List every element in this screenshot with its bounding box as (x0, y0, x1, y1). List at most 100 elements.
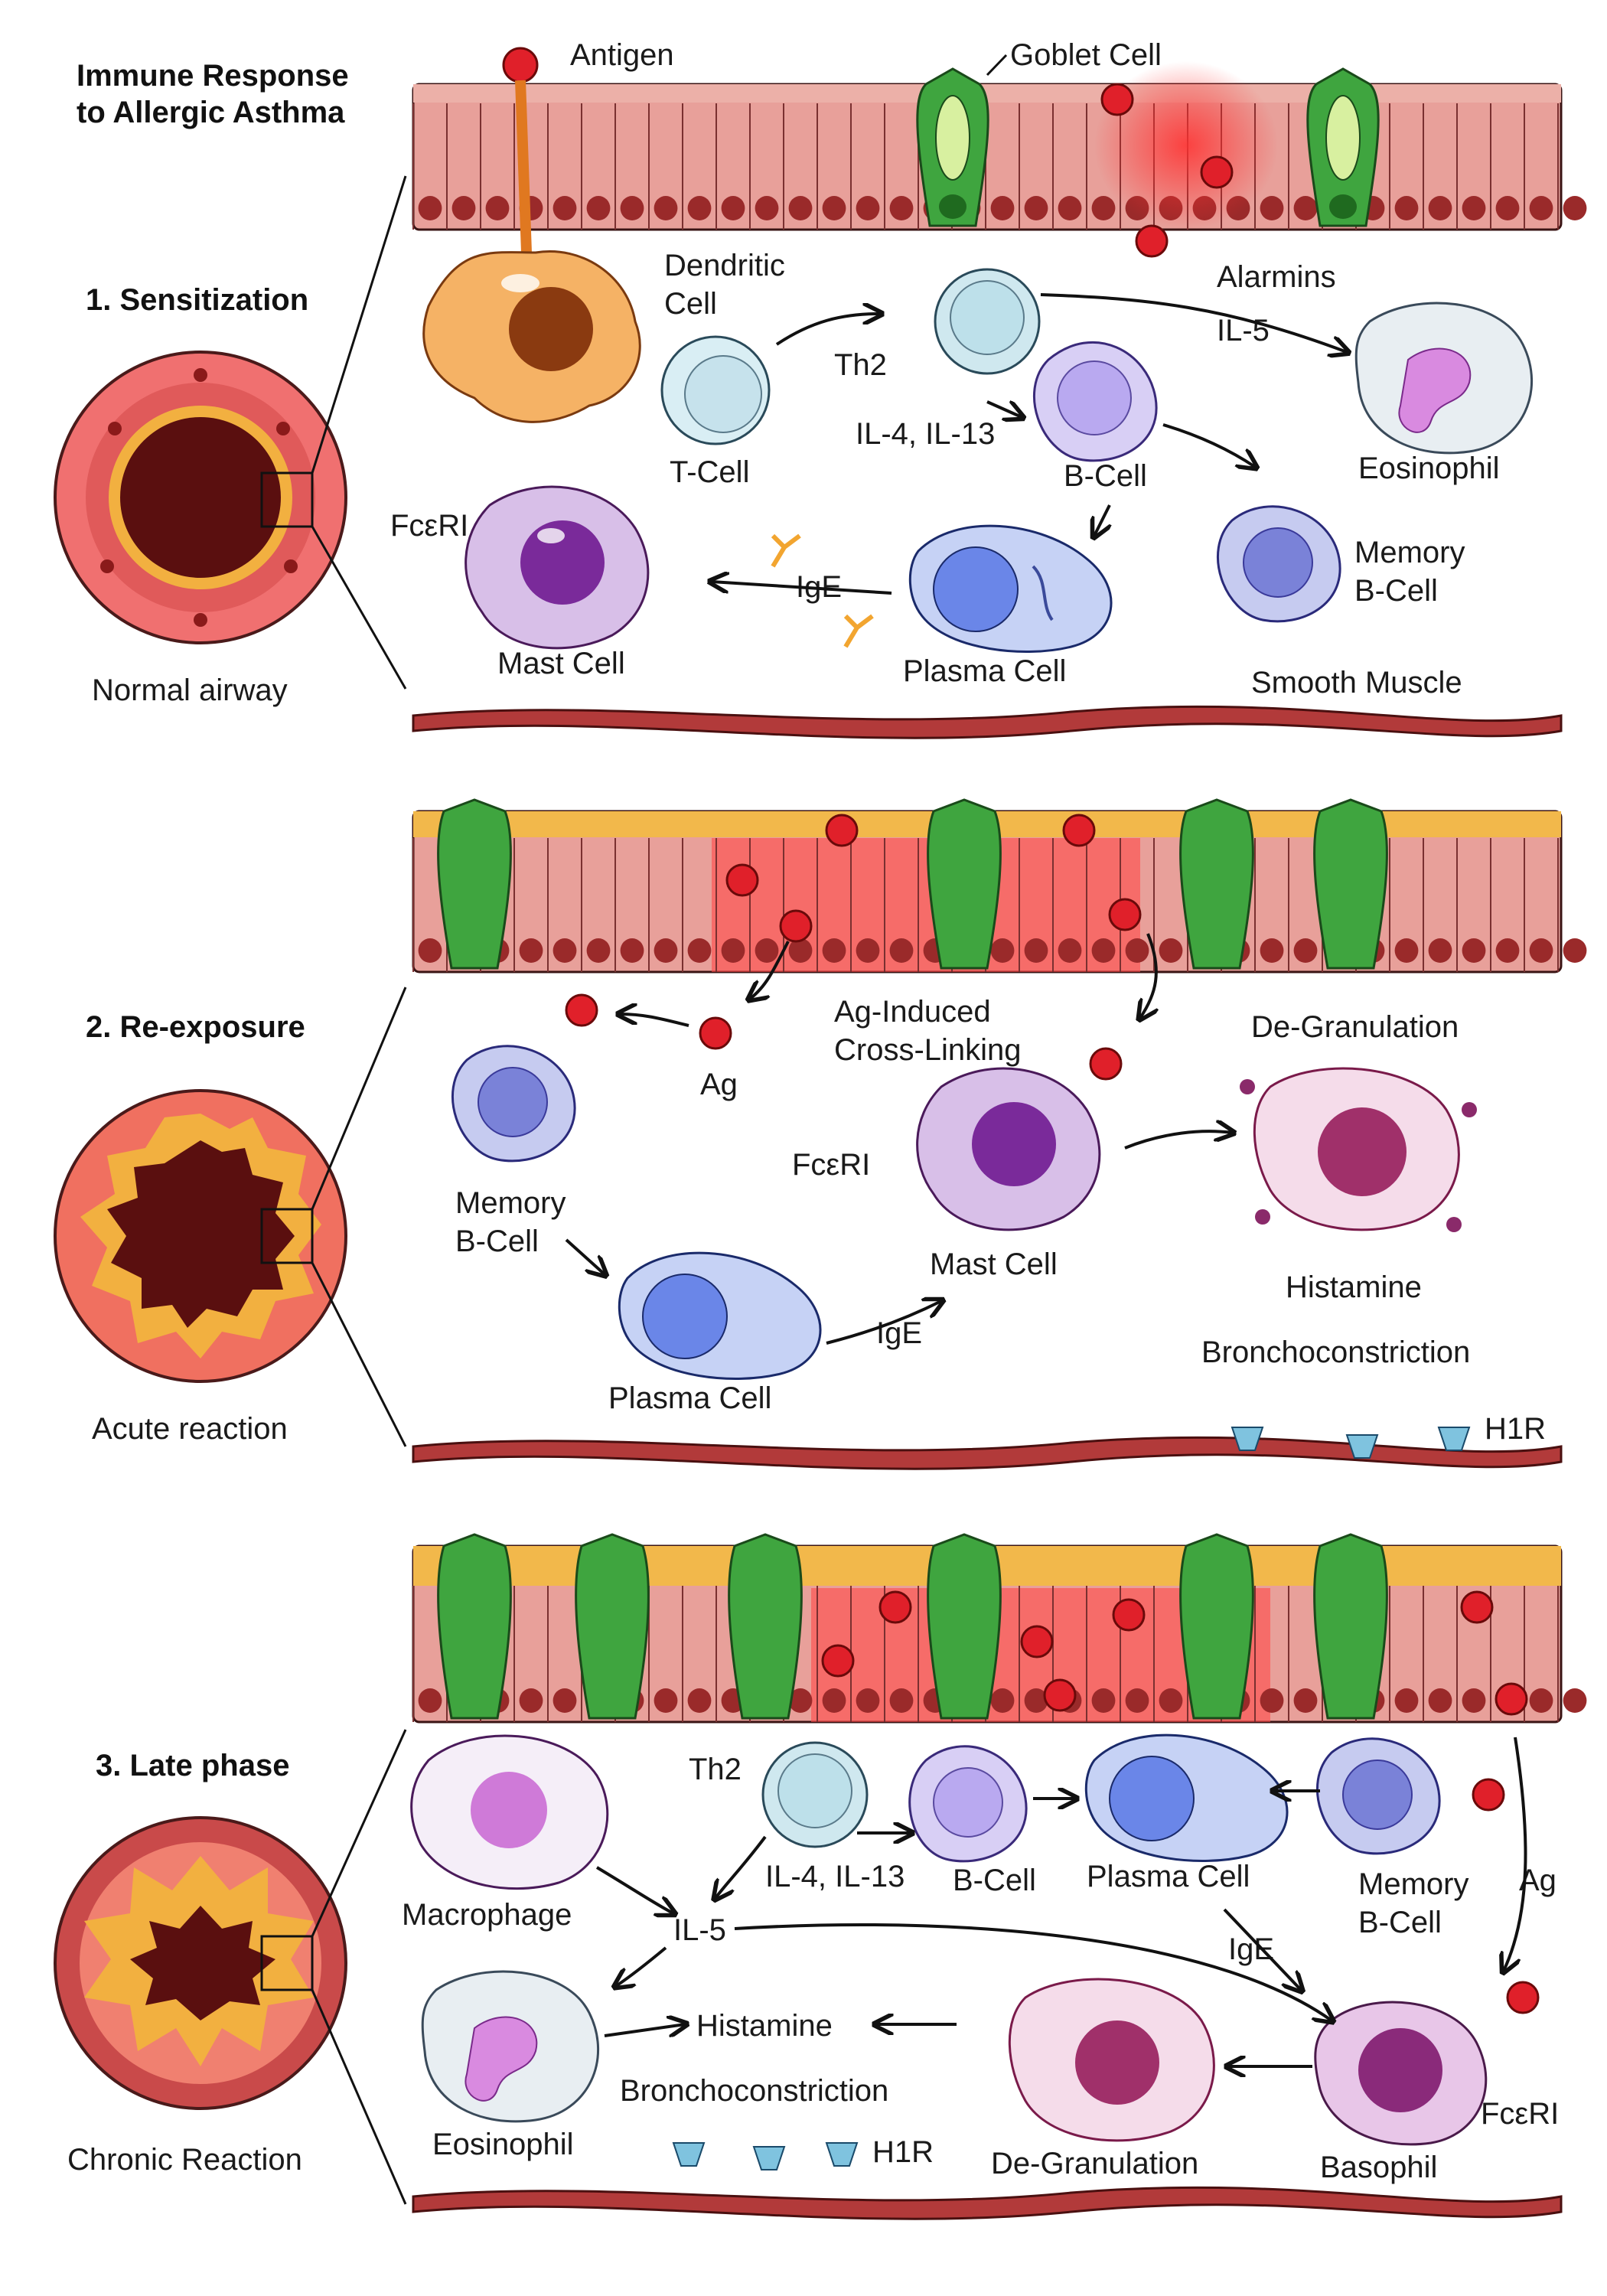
il4-il13-label-3: IL-4, IL-13 (765, 1860, 905, 1893)
memory-b-cell-label-2b: B-Cell (455, 1225, 539, 1258)
antigen-2a (825, 814, 859, 847)
h1r-receptors-2 (1231, 1427, 1471, 1459)
dendritic-cell-label-2: Cell (664, 287, 717, 321)
memory-b-cell-3 (1316, 1737, 1441, 1855)
b-cell-3 (908, 1745, 1028, 1863)
panel-3-late-phase: Macrophage Th2 IL-4, IL-13 B-Cell Plasma… (402, 1533, 1587, 2220)
stage-2-heading: 2. Re-exposure (86, 1010, 305, 1044)
ag-induced-label-1: Ag-Induced (834, 995, 991, 1029)
h1r-receptors-3 (672, 2142, 859, 2170)
fceri-label-3: FcεRI (1481, 2097, 1559, 2131)
plasma-cell-3 (1084, 1733, 1289, 1862)
normal-airway-cross-section (54, 351, 347, 644)
de-granulation-label-3: De-Granulation (991, 2147, 1198, 2180)
memory-b-cell-1 (1217, 505, 1341, 623)
stage-2-column: 2. Re-exposure Acute reaction (54, 987, 407, 1447)
ige-antibody-1b (843, 614, 874, 648)
title-line-2: to Allergic Asthma (77, 96, 345, 129)
panel-1-epithelium (412, 61, 1587, 231)
ige-label-2: IgE (876, 1316, 922, 1350)
eosinophil-3 (421, 1970, 600, 2123)
memory-b-cell-label-3b: B-Cell (1358, 1906, 1442, 1939)
histamine-label-3: Histamine (696, 2009, 833, 2043)
goblet-cells-panel-3 (437, 1533, 1388, 1720)
mast-cell-1 (464, 485, 650, 650)
goblet-cell-1a (916, 67, 989, 227)
h1r-label-2: H1R (1485, 1412, 1546, 1446)
panel-1-sensitization: Antigen Goblet Cell Dendritic Cell T-Cel… (390, 38, 1587, 739)
dendritic-cell-label-1: Dendritic (664, 249, 785, 282)
macrophage-label: Macrophage (402, 1898, 572, 1932)
stage-2-airway-caption: Acute reaction (92, 1412, 288, 1446)
ag-label-2: Ag (700, 1068, 738, 1101)
memory-b-cell-2 (451, 1045, 576, 1163)
antigen-1a (502, 47, 539, 83)
mast-cell-2 (916, 1067, 1101, 1231)
dendritic-cell (422, 80, 641, 423)
basophil (1314, 2001, 1488, 2146)
plasma-cell-2 (618, 1251, 822, 1380)
degranulating-mast-cell (1240, 1067, 1477, 1232)
ag-induced-label-2: Cross-Linking (834, 1033, 1022, 1067)
basophil-label: Basophil (1320, 2151, 1437, 2184)
histamine-label-2: Histamine (1286, 1270, 1422, 1304)
panel-2-epithelium (412, 798, 1587, 974)
plasma-cell-label-1: Plasma Cell (903, 654, 1066, 688)
plasma-cell-label-2: Plasma Cell (608, 1381, 771, 1415)
smooth-muscle-label: Smooth Muscle (1251, 666, 1462, 700)
chronic-airway-cross-section (54, 1816, 347, 2110)
antigens-panel-3 (821, 1590, 1540, 2014)
macrophage (410, 1734, 609, 1890)
plasma-cell-label-3: Plasma Cell (1087, 1860, 1250, 1893)
b-cell-label-1: B-Cell (1064, 459, 1147, 493)
memory-b-cell-label-2a: Memory (455, 1186, 566, 1220)
title-line-1: Immune Response (77, 59, 349, 93)
il4-il13-label-1: IL-4, IL-13 (856, 417, 995, 451)
antigen-2f (699, 1016, 732, 1050)
mast-cell-label-1: Mast Cell (497, 647, 625, 680)
stage-1-airway-caption: Normal airway (92, 673, 288, 707)
goblet-cells-panel-2 (437, 798, 1388, 970)
bronchoconstriction-label-2: Bronchoconstriction (1201, 1336, 1470, 1369)
th2-label-3: Th2 (689, 1753, 742, 1786)
antigen-2d (779, 909, 813, 943)
alarmins-label: Alarmins (1217, 260, 1336, 294)
stage-3-column: 3. Late phase Chronic Reaction (54, 1729, 407, 2205)
fceri-label-1: FcεRI (390, 509, 468, 543)
plasma-cell-1 (908, 524, 1113, 653)
stage-1-heading: 1. Sensitization (86, 283, 308, 317)
mast-cell-label-2: Mast Cell (930, 1247, 1058, 1281)
h1r-label-3: H1R (872, 2135, 934, 2169)
goblet-cell-1b (1306, 67, 1380, 227)
smooth-muscle-2 (412, 1436, 1563, 1470)
stage-1-column: 1. Sensitization Normal airway (54, 175, 407, 707)
goblet-cell-label: Goblet Cell (1010, 38, 1162, 72)
eosinophil-label-1: Eosinophil (1358, 452, 1500, 485)
acute-airway-cross-section (54, 1089, 347, 1383)
th2-cell-3 (761, 1741, 869, 1848)
antigen-label: Antigen (570, 38, 674, 72)
il5-label-3: IL-5 (673, 1913, 726, 1947)
smooth-muscle-1 (412, 705, 1563, 739)
t-cell-label: T-Cell (670, 455, 749, 489)
de-granulation-label-2: De-Granulation (1251, 1010, 1459, 1044)
antigen-2g (565, 993, 598, 1027)
panel-2-re-exposure: Ag Ag-Induced Cross-Linking De-Granulati… (412, 798, 1587, 1470)
panel-3-epithelium (412, 1533, 1587, 1724)
antigen-1c (1200, 155, 1234, 189)
t-cell (660, 335, 771, 445)
smooth-muscle-3 (412, 2186, 1563, 2220)
b-cell-1 (1033, 341, 1158, 462)
stage-3-airway-caption: Chronic Reaction (67, 2143, 302, 2177)
antigen-2e (1108, 898, 1142, 931)
eosinophil-1 (1354, 302, 1534, 455)
antigen-1b (1100, 83, 1134, 116)
degranulating-cell-3 (1008, 1978, 1215, 2142)
bronchoconstriction-label-3: Bronchoconstriction (620, 2074, 888, 2108)
fceri-label-2: FcεRI (792, 1148, 870, 1182)
ige-antibody-1a (771, 533, 801, 568)
b-cell-label-3: B-Cell (953, 1864, 1036, 1897)
stage-3-heading: 3. Late phase (96, 1749, 289, 1782)
antigen-2c (725, 863, 759, 897)
